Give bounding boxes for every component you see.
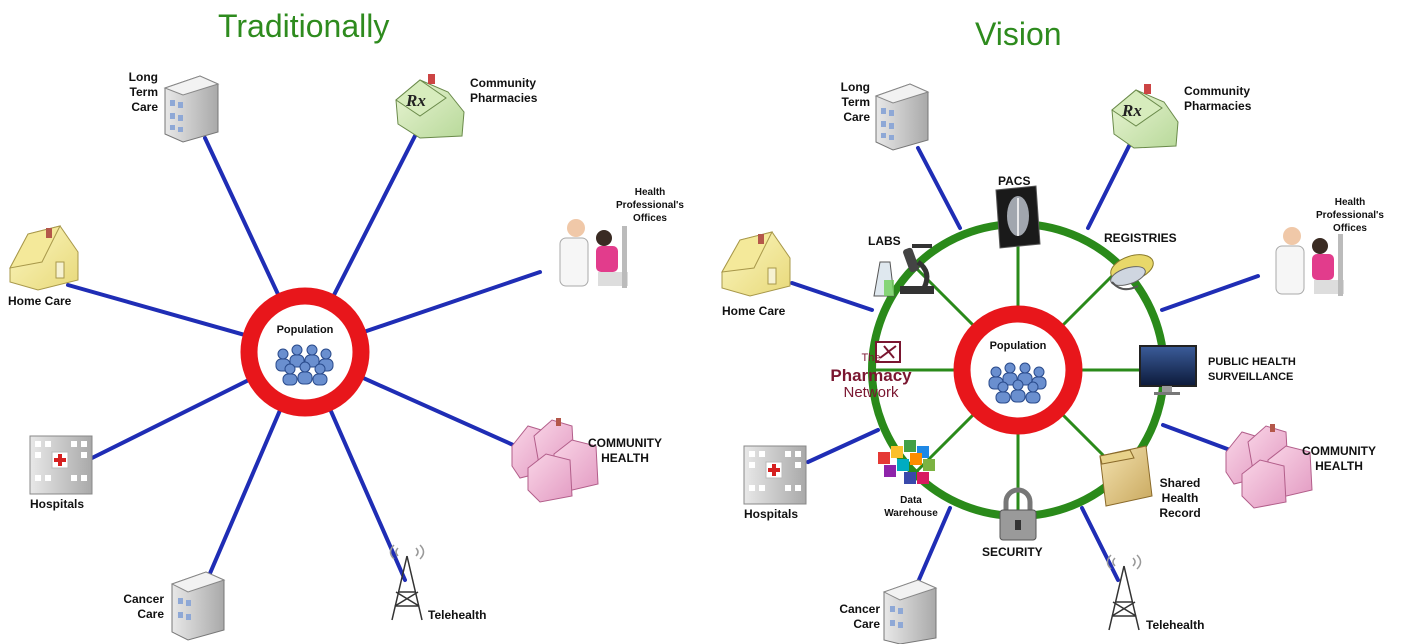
label-security: SECURITY [982,545,1043,559]
community-health-houses-icon-r [1225,424,1313,509]
label-health-professionals: Health Professional's Offices [616,187,684,224]
home-care-house-icon-r [721,231,791,297]
pharmacy-network-network: Network [843,384,899,401]
label-telehealth: Telehealth [428,608,487,622]
telehealth-tower-icon [389,544,425,621]
cancer-care-building-icon [170,571,226,641]
rx-pharmacy-icon-r: Rx [1111,84,1179,149]
spoke-health-professionals-r [1160,274,1260,312]
rx-pharmacy-icon: Rx [395,74,465,139]
label-labs: LABS [868,234,901,248]
left-population-label: Population [276,324,334,336]
label-community-pharmacies: Community Pharmacies [470,76,538,105]
spoke-long-term-care-r [916,146,962,230]
label-community-pharmacies-r: Community Pharmacies [1184,84,1252,113]
hospital-building-icon [29,435,93,495]
label-data-warehouse: Data Warehouse [884,495,938,519]
left-title: Traditionally [218,8,390,44]
shared-health-record-folder-icon [1099,445,1153,507]
label-registries: REGISTRIES [1104,231,1177,245]
label-home-care-r: Home Care [722,304,786,318]
spoke-home-care-r [790,281,874,312]
long-term-care-building-icon-r [874,83,930,151]
pharmacy-network-logo-icon [875,341,901,363]
spoke-community-health-r [1161,423,1232,452]
label-cancer-care-r: Cancer Care [839,602,880,631]
hospital-building-icon-r [743,445,807,505]
label-long-term-care-r: Long Term Care [840,80,870,124]
left-diagram: Rx [9,74,628,641]
pharmacy-network-pharmacy: Pharmacy [830,366,912,385]
registries-icon [1110,254,1154,291]
pharmacy-network-the: The [861,352,881,364]
doctor-patient-icon-r [1275,227,1344,296]
community-health-houses-icon [511,418,599,503]
label-hospitals: Hospitals [30,497,85,511]
right-outer-spokes [790,138,1260,584]
label-pacs: PACS [998,174,1031,188]
label-community-health-r: COMMUNITY HEALTH [1302,444,1376,473]
right-diagram: Rx [721,83,1344,644]
spoke-cancer-care-r [916,506,952,584]
data-warehouse-cubes-icon [878,440,935,484]
home-care-house-icon [9,225,79,291]
right-title: Vision [975,16,1062,52]
label-long-term-care: Long Term Care [128,70,158,114]
cancer-care-building-icon-r [882,579,938,644]
label-public-health: PUBLIC HEALTH SURVEILLANCE [1208,356,1296,383]
svg-text:Rx: Rx [405,91,426,110]
spoke-hospitals-r [806,428,880,464]
spoke-community-pharmacies-r [1086,138,1134,230]
label-hospitals-r: Hospitals [744,507,799,521]
public-health-monitor-icon [1139,345,1197,395]
people-group-icon-r [988,362,1047,404]
pharmacy-network-logo: The Pharmacy Network [826,350,916,401]
spoke-telehealth-r [1080,506,1120,582]
doctor-patient-icon [559,219,628,288]
label-cancer-care: Cancer Care [123,592,164,621]
pacs-xray-icon [995,185,1041,249]
svg-text:Rx: Rx [1121,101,1142,120]
label-health-professionals-r: Health Professional's Offices [1316,197,1384,234]
right-population-hub [953,305,1083,435]
labs-microscope-icon [873,244,934,297]
long-term-care-building-icon [163,75,220,143]
label-telehealth-r: Telehealth [1146,618,1205,632]
telehealth-tower-icon-r [1106,554,1142,631]
people-group-icon [275,344,334,386]
right-population-label: Population [989,340,1047,352]
label-shared-health-record: Shared Health Record [1159,476,1201,520]
left-population-hub [240,287,370,417]
security-padlock-icon [999,487,1037,541]
label-home-care: Home Care [8,294,72,308]
label-community-health: COMMUNITY HEALTH [588,436,662,465]
